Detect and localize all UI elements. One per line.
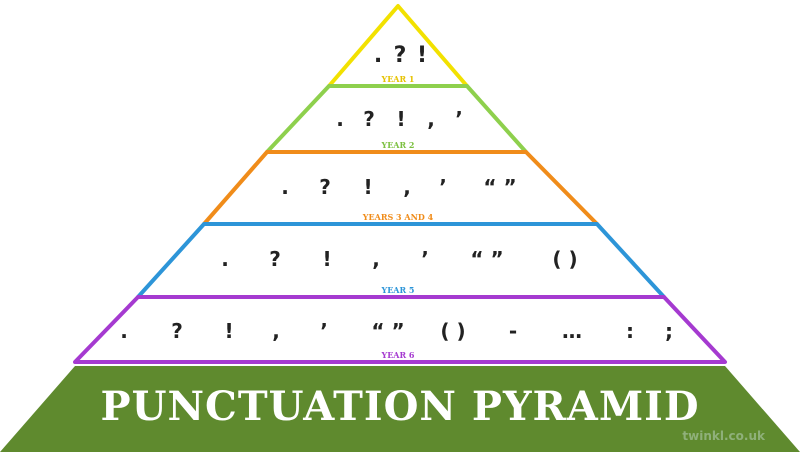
mark-comma: , (372, 247, 380, 271)
brand-watermark: twinkl.co.uk (682, 429, 766, 443)
tier-year5-marks: . ? ! , ’ “ ” ( ) (221, 247, 577, 271)
mark-colon: : (626, 319, 634, 343)
mark-exclamation-mark: ! (224, 319, 233, 343)
mark-comma: , (403, 175, 411, 199)
mark-speech-marks: “ ” (470, 247, 503, 271)
mark-exclamation-mark: ! (396, 107, 405, 131)
tier-year5-label: YEAR 5 (380, 285, 414, 295)
mark-full-stop: . (281, 175, 289, 199)
mark-question-mark: ? (363, 107, 375, 131)
mark-full-stop: . (221, 247, 229, 271)
mark-apostrophe: ’ (320, 319, 328, 343)
tier-year6-marks: . ? ! , ’ “ ” ( ) - … : ; (120, 319, 673, 343)
tier-year34-marks: . ? ! , ’ “ ” (281, 175, 516, 199)
mark-apostrophe: ’ (455, 107, 463, 131)
tier-year34-label: YEARS 3 AND 4 (362, 212, 434, 222)
mark-question-mark: ? (394, 43, 407, 68)
mark-exclamation-mark: ! (322, 247, 331, 271)
mark-hyphen: - (509, 319, 517, 343)
mark-brackets: ( ) (440, 319, 465, 343)
tier-year6-outline (73, 295, 727, 364)
mark-ellipsis: … (562, 319, 582, 343)
mark-speech-marks: “ ” (483, 175, 516, 199)
mark-question-mark: ? (171, 319, 183, 343)
mark-question-mark: ? (319, 175, 331, 199)
mark-exclamation-mark: ! (417, 43, 427, 68)
mark-brackets: ( ) (552, 247, 577, 271)
mark-semicolon: ; (665, 319, 673, 343)
mark-speech-marks: “ ” (371, 319, 404, 343)
pyramid-title: PUNCTUATION PYRAMID (100, 383, 699, 430)
mark-apostrophe: ’ (439, 175, 447, 199)
mark-exclamation-mark: ! (363, 175, 372, 199)
tier-year2-label: YEAR 2 (380, 140, 414, 150)
mark-comma: , (427, 107, 435, 131)
tier-year1-label: YEAR 1 (380, 74, 414, 84)
mark-apostrophe: ’ (421, 247, 429, 271)
tier-year1-marks: . ? ! (374, 43, 427, 68)
tier-year2-marks: . ? ! , ’ (336, 107, 463, 131)
mark-full-stop: . (336, 107, 344, 131)
mark-question-mark: ? (269, 247, 281, 271)
mark-full-stop: . (374, 43, 382, 68)
pyramid-base (0, 366, 800, 452)
mark-full-stop: . (120, 319, 128, 343)
tier-year6-label: YEAR 6 (380, 350, 414, 360)
mark-comma: , (272, 319, 280, 343)
